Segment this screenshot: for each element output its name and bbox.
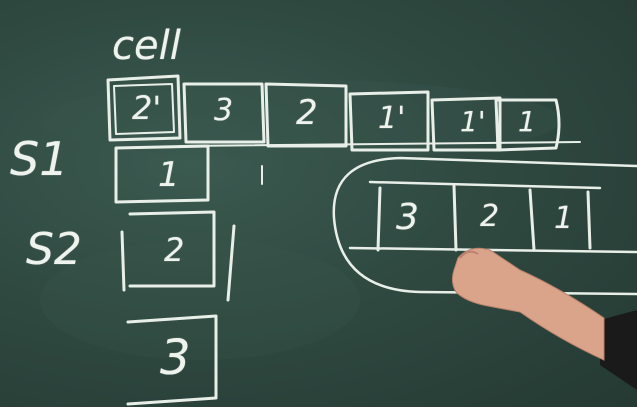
top-cell-4-value: 1' (378, 101, 406, 136)
loop-divider-3 (528, 188, 536, 252)
top-cell-1-box (106, 74, 182, 142)
loop-inner-top (368, 180, 602, 190)
top-cell-4-box (348, 90, 430, 152)
top-cell-6-value: 1 (518, 105, 536, 138)
heading-text: cell (112, 23, 181, 69)
top-cell-3-box (264, 82, 348, 148)
top-row-baseline (179, 141, 581, 147)
finger-line (459, 250, 479, 259)
sleeve-shape (600, 310, 637, 390)
loop-cell-3-value: 1 (554, 201, 574, 236)
stack-cell-2-value: 2 (164, 231, 185, 269)
stack-divider-right (226, 224, 236, 302)
loop-cell-2-value: 2 (480, 199, 500, 234)
top-cell-6-box (494, 98, 561, 152)
stack-cell-1-value: 1 (158, 155, 180, 195)
stack-cell-2-box (128, 210, 216, 288)
stack-cell-3-value: 3 (160, 330, 191, 386)
top-cell-2-box (182, 82, 266, 144)
loop-divider-2 (452, 184, 458, 252)
top-cell-2-value: 3 (214, 93, 234, 128)
loop-inner-bottom (348, 246, 637, 254)
loop-outline (332, 156, 637, 296)
stack-cell-3-box (126, 314, 218, 406)
stack-divider-left (120, 230, 126, 292)
top-cell-5-value: 1' (460, 105, 486, 138)
loop-divider-4 (586, 190, 592, 250)
top-cell-3-value: 2 (296, 93, 318, 133)
s2-label: S2 (26, 224, 82, 275)
s1-label: S1 (10, 132, 69, 186)
top-cell-1-inner (113, 83, 175, 135)
loop-divider-1 (376, 186, 382, 252)
stack-cell-1-box (114, 144, 210, 204)
arm-hand-shape (451, 247, 605, 361)
loop-cell-1-value: 3 (396, 197, 419, 238)
top-cell-1-value: 2' (132, 89, 162, 127)
